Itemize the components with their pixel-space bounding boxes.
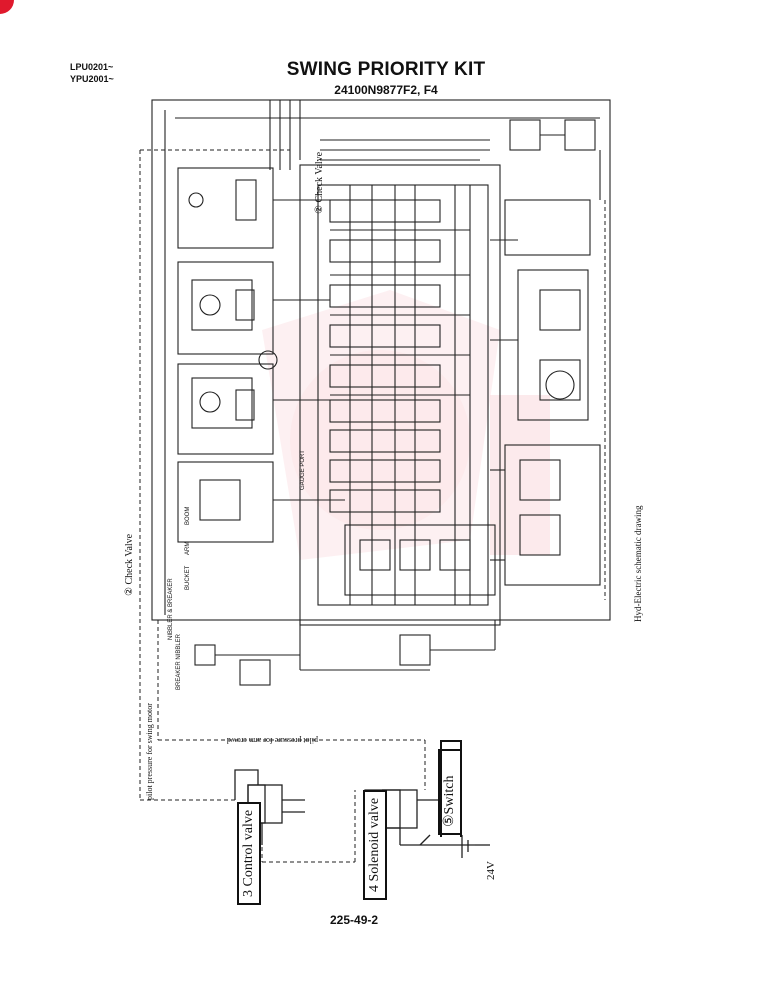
watermark-logo [262, 290, 550, 560]
pump-block-4 [177, 461, 274, 543]
check-valve-label-top: ② Check Valve [314, 151, 325, 214]
pilot-lines [139, 149, 606, 863]
model-code-2: YPU2001~ [70, 74, 114, 84]
control-valve-box: 3 Control valve [237, 801, 261, 905]
right-block-mid [517, 269, 589, 421]
arm-label: ARM [185, 541, 191, 555]
switch-box-frame [440, 740, 462, 837]
nibbler-breaker-label: NIBBLER & BREAKER [168, 578, 174, 640]
page-title: SWING PRIORITY KIT [286, 59, 486, 80]
model-codes: LPU0201~ YPU2001~ [70, 61, 114, 85]
gauge-port-label: GAUGE PORT [300, 450, 306, 490]
spool-sections [329, 199, 441, 513]
boom-label: BOOM [185, 506, 191, 525]
side-caption: Hyd-Electric schematic drawing [633, 505, 643, 622]
control-valve-bank [299, 164, 501, 626]
part-number: 24100N9877F2, F4 [334, 83, 438, 97]
breaker-nibbler-label: BREAKER NIBBLER [176, 633, 182, 690]
pilot-arm-crowd-label: pilot pressure for arm crowd [226, 736, 318, 745]
model-code-1: LPU0201~ [70, 62, 114, 72]
pump-block-2 [177, 261, 274, 355]
right-block-top [504, 199, 591, 256]
bucket-label: BUCKET [185, 565, 191, 590]
voltage-label: 24V [485, 861, 497, 880]
pump-block-1 [177, 167, 274, 249]
page-number: 225-49-2 [330, 913, 379, 927]
solenoid-valve-box: 4 Solenoid valve [363, 789, 387, 900]
right-block-bottom [504, 444, 601, 586]
pilot-swing-motor-label: pilot pressure for swing motor [145, 703, 154, 800]
pump-block-3 [177, 363, 274, 455]
check-valve-label-left: ② Check Valve [124, 533, 135, 596]
frame-outer [151, 99, 611, 621]
